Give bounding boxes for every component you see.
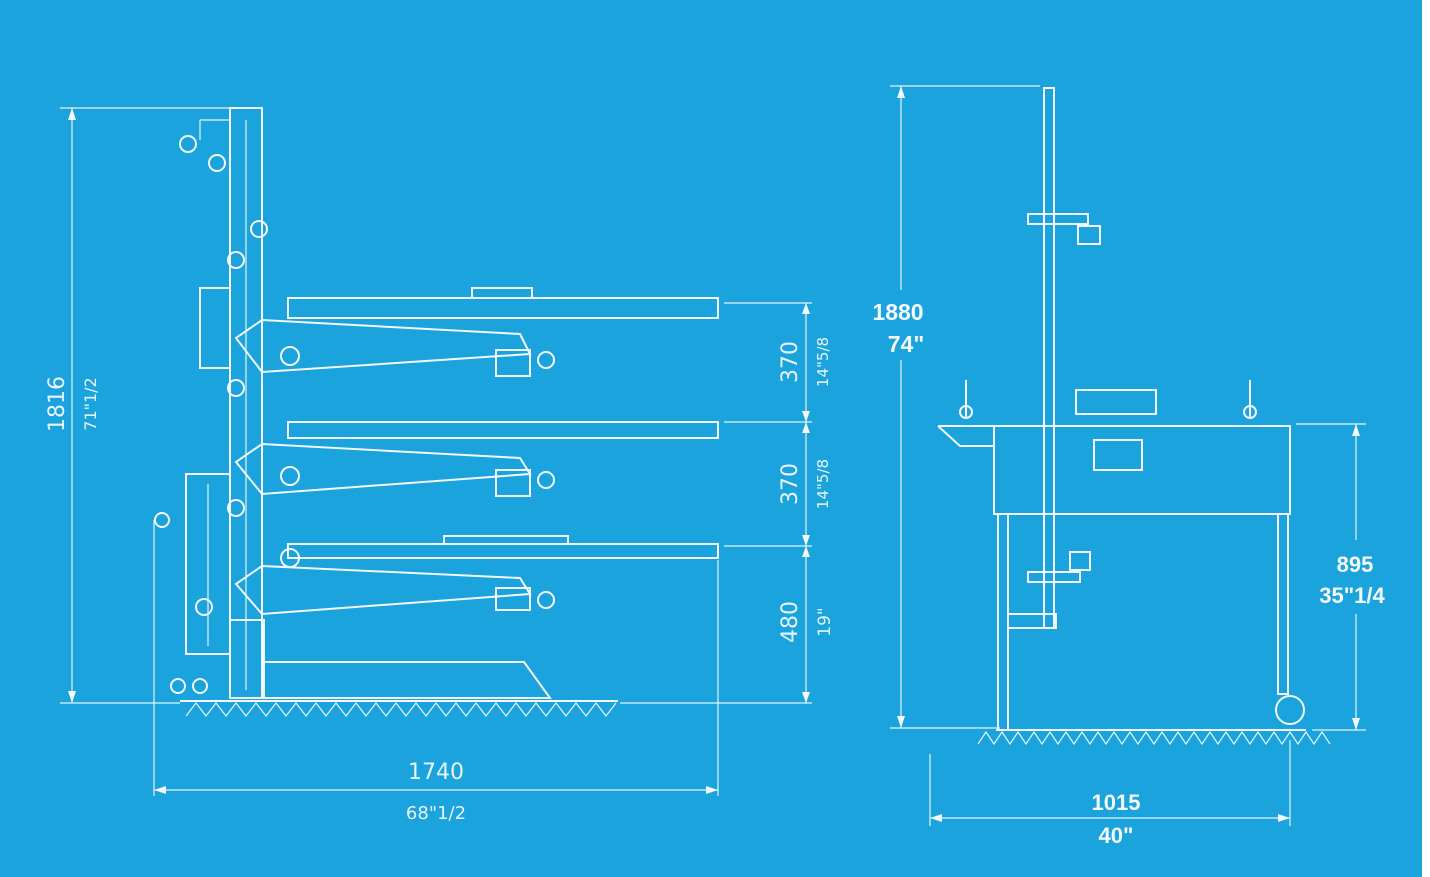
boom-middle (234, 421, 719, 497)
front-ground-hatch (977, 730, 1331, 746)
boom-upper (199, 287, 719, 377)
table-height-mm-label: 895 (1337, 552, 1374, 577)
dimension-front-width: 1015 40" (929, 740, 1291, 848)
dimension-table-height: 895 35"1/4 (1296, 423, 1386, 731)
spacing-upper-inch-label: 14"5/8 (814, 337, 832, 387)
front-height-mm-label: 1880 (872, 299, 923, 325)
base (154, 473, 552, 699)
spacing-lower-mm-label: 480 (778, 601, 803, 643)
front-legs (996, 513, 1306, 731)
ground-hatch (180, 700, 618, 717)
dimension-front-height: 1880 74" (872, 85, 1040, 729)
dimension-overall-length: 1740 68"1/2 (153, 520, 719, 824)
side-view: 1816 71"1/2 (45, 107, 835, 824)
spacing-upper-mm-label: 370 (778, 341, 803, 383)
height-inch-label: 71"1/2 (81, 377, 100, 430)
front-column (1007, 87, 1101, 629)
height-mm-label: 1816 (45, 376, 70, 432)
spacing-lower-inch-label: 19" (815, 607, 835, 636)
spacing-middle-inch-label: 14"5/8 (814, 459, 832, 509)
handwheels (179, 135, 300, 616)
dimension-chain-right: 370 14"5/8 370 14"5/8 480 19" (620, 302, 835, 704)
length-inch-label: 68"1/2 (406, 803, 466, 824)
front-table (937, 380, 1291, 515)
front-width-mm-label: 1015 (1092, 790, 1141, 815)
spacing-middle-mm-label: 370 (778, 463, 803, 505)
front-width-inch-label: 40" (1099, 823, 1134, 848)
length-mm-label: 1740 (408, 760, 464, 785)
boom-lower (234, 535, 719, 616)
dimension-overall-height: 1816 71"1/2 (45, 107, 232, 704)
table-height-inch-label: 35"1/4 (1319, 583, 1385, 608)
front-view: 1880 74" (872, 85, 1386, 848)
front-height-inch-label: 74" (888, 331, 925, 357)
